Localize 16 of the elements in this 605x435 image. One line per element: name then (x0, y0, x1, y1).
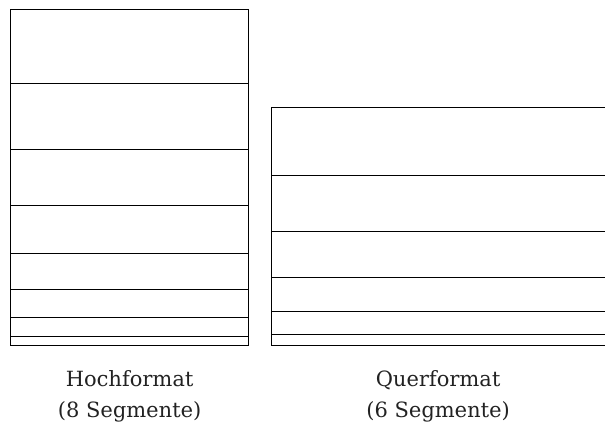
segment (10, 289, 249, 317)
segment (10, 83, 249, 149)
caption-text: Querformat (6 Segmente) (365, 366, 511, 424)
segment (271, 231, 605, 277)
segment (271, 175, 605, 231)
segment (10, 336, 249, 346)
segment (10, 253, 249, 289)
segment (271, 107, 605, 175)
segment (271, 277, 605, 311)
caption-text: Hochformat (8 Segmente) (56, 366, 202, 424)
segment (10, 149, 249, 205)
segment (271, 334, 605, 346)
segment (10, 9, 249, 83)
segment (10, 317, 249, 336)
segment (10, 205, 249, 253)
segment (271, 311, 605, 334)
